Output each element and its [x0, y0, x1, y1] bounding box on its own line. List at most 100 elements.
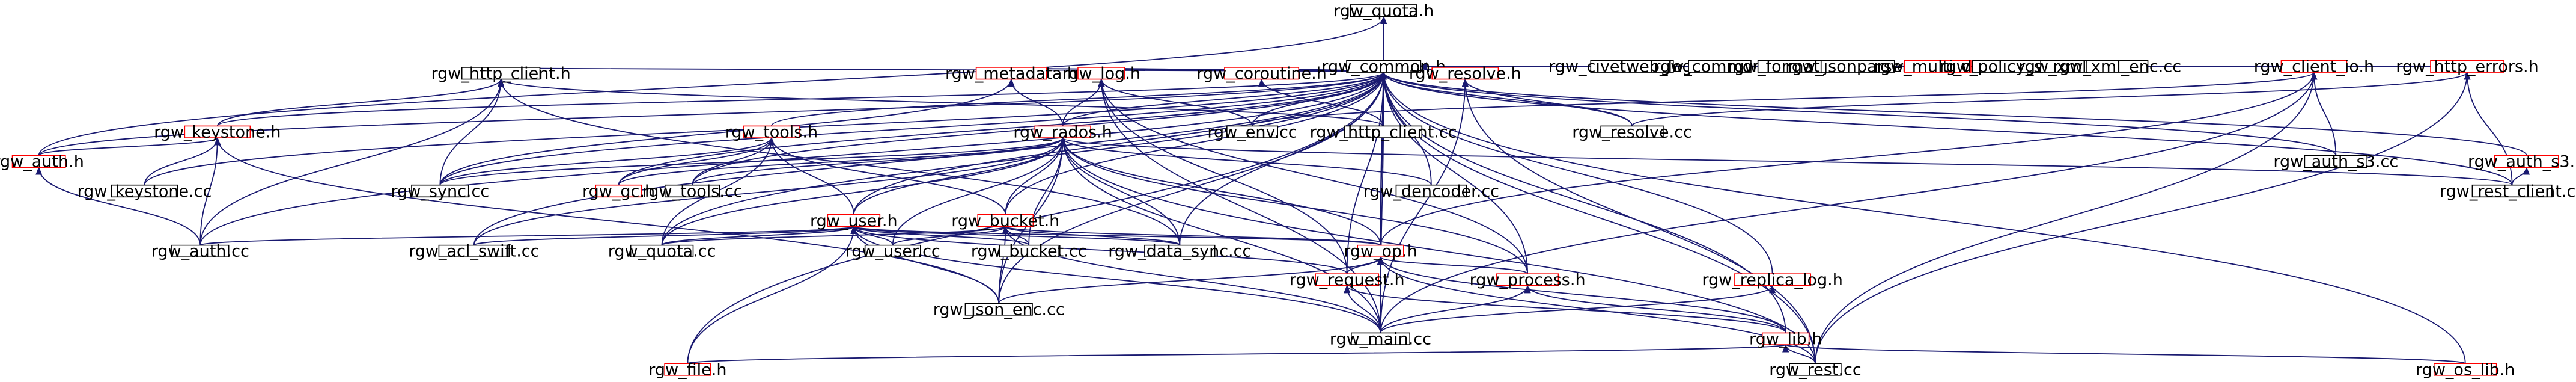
node-label: rgw_resolve.h — [1409, 64, 1521, 83]
node-label: rgw_tools.cc — [642, 182, 743, 201]
node-gc-h[interactable]: rgw_gc.h — [582, 182, 655, 201]
node-tools-h[interactable]: rgw_tools.h — [725, 123, 818, 142]
node-box — [1000, 245, 1058, 257]
node-resolve-cc[interactable]: rgw_resolve.cc — [1572, 123, 1692, 142]
node-sync-cc[interactable]: rgw_sync.cc — [391, 182, 490, 201]
node-xml-enc-cc[interactable]: rgw_xml_enc.cc — [2053, 58, 2181, 76]
include-edge-tools_cc-to-rados_h — [692, 136, 1068, 185]
node-label: rgw_metadata.h — [945, 64, 1077, 83]
include-edge-process_h-to-common_h — [1378, 71, 1527, 274]
include-edge-bucket_cc-to-user_h — [849, 225, 1029, 245]
node-box — [1688, 60, 1751, 72]
node-rados-h[interactable]: rgw_rados.h — [1013, 123, 1112, 142]
node-log-h[interactable]: rgw_log.h — [1062, 64, 1140, 83]
node-bucket-cc[interactable]: rgw_bucket.cc — [971, 242, 1087, 261]
node-box — [172, 245, 229, 257]
node-bucket-h[interactable]: rgw_bucket.h — [951, 212, 1059, 230]
node-rest-client-cc[interactable]: rgw_rest_client.cc — [2440, 182, 2576, 201]
node-box — [13, 156, 65, 168]
node-jsonparser-cc[interactable]: rgw_jsonparser.cc — [1785, 58, 1930, 76]
node-label: rgw_json_enc.cc — [933, 300, 1065, 319]
node-civetweb-log[interactable]: rgw_civetweb_log.cc — [1548, 58, 1716, 76]
node-http-client-h[interactable]: rgw_http_client.h — [431, 64, 570, 83]
include-edge-gc_h-to-tools_h — [619, 136, 776, 185]
node-label: rgw_op.h — [1344, 242, 1417, 261]
node-file-h[interactable]: rgw_file.h — [648, 360, 726, 379]
node-user-cc[interactable]: rgw_user.cc — [845, 242, 940, 261]
include-edge-op_h-to-user_h — [849, 225, 1381, 245]
node-box — [1762, 333, 1809, 345]
node-http-client-cc[interactable]: rgw_http_client.cc — [1310, 123, 1457, 142]
node-label: rgw_env.cc — [1207, 123, 1297, 142]
node-label: rgw_rest.cc — [1769, 360, 1861, 379]
include-edge-request_h-to-common_h — [1347, 71, 1389, 274]
node-label: rgw_auth.h — [0, 153, 84, 171]
node-auth-cc[interactable]: rgw_auth.cc — [151, 242, 249, 261]
node-rest-cc[interactable]: rgw_rest.cc — [1769, 360, 1861, 379]
node-label: rgw_client_io.h — [2254, 58, 2374, 76]
node-box — [976, 67, 1047, 79]
node-main-cc[interactable]: rgw_main.cc — [1330, 330, 1431, 349]
node-auth-s3-cc[interactable]: rgw_auth_s3.cc — [2273, 153, 2398, 171]
node-resolve-h[interactable]: rgw_resolve.h — [1409, 64, 1521, 83]
node-auth-h[interactable]: rgw_auth.h — [0, 153, 84, 171]
node-quota-cc[interactable]: rgw_quota.cc — [608, 242, 716, 261]
node-op-h[interactable]: rgw_op.h — [1344, 242, 1417, 261]
include-edge-data_sync_cc-to-bucket_h — [1000, 225, 1180, 245]
node-box — [1357, 245, 1404, 257]
node-box — [1789, 363, 1841, 375]
node-replica-log-h[interactable]: rgw_replica_log.h — [1702, 271, 1843, 289]
node-tools-cc[interactable]: rgw_tools.cc — [642, 182, 743, 201]
include-edge-sync_cc-to-metadata_h — [440, 78, 1016, 185]
include-edge-gc_h-to-rados_h — [619, 136, 1068, 185]
node-box — [412, 185, 469, 197]
node-label: rgw_quota.cc — [608, 242, 716, 261]
node-env-cc[interactable]: rgw_env.cc — [1207, 123, 1297, 142]
node-box — [2434, 363, 2497, 375]
include-edge-rest_client_cc-to-auth_s3_h — [2512, 166, 2532, 185]
include-edge-data_sync_cc-to-http_client_h — [496, 78, 1180, 245]
include-edge-auth_s3_h-to-common_h — [1379, 71, 2527, 155]
node-box — [1734, 274, 1810, 286]
node-client-io-h[interactable]: rgw_client_io.h — [2254, 58, 2374, 76]
include-edge-process_h-to-rados_h — [1058, 136, 1527, 274]
node-label: rgw_process.h — [1470, 271, 1586, 289]
node-coroutine-h[interactable]: rgw_coroutine.h — [1196, 64, 1326, 83]
node-box — [462, 67, 540, 79]
node-keystone-cc[interactable]: rgw_keystone.cc — [78, 182, 212, 201]
node-http-errors-h[interactable]: rgw_http_errors.h — [2396, 58, 2539, 76]
node-process-h[interactable]: rgw_process.h — [1470, 271, 1586, 289]
include-edge-auth_h-to-quota_h — [39, 15, 1389, 156]
node-common-h[interactable]: rgw_common.h — [1321, 58, 1446, 76]
node-data-sync-cc[interactable]: rgw_data_sync.cc — [1108, 242, 1251, 261]
node-request-h[interactable]: rgw_request.h — [1290, 271, 1405, 289]
node-label: rgw_rados.h — [1013, 123, 1112, 142]
node-box — [2304, 156, 2367, 168]
node-label: rgw_keystone.h — [154, 123, 281, 142]
node-box — [865, 245, 921, 257]
node-label: rgw_lib.h — [1749, 330, 1822, 349]
node-box — [1345, 126, 1422, 138]
node-label: rgw_main.cc — [1330, 330, 1431, 349]
node-dencoder-cc[interactable]: rgw_dencoder.cc — [1363, 182, 1499, 201]
node-user-h[interactable]: rgw_user.h — [810, 212, 898, 230]
node-acl-swift-cc[interactable]: rgw_acl_swift.cc — [409, 242, 539, 261]
node-keystone-h[interactable]: rgw_keystone.h — [154, 123, 281, 142]
include-edge-os_lib_h-to-common_h — [1378, 71, 2465, 363]
include-edge-op_h-to-bucket_h — [1000, 225, 1380, 245]
include-edge-auth_cc-to-common_h — [200, 71, 1389, 245]
include-edge-http_client_cc-to-coroutine_h — [1256, 78, 1383, 126]
node-label: rgw_keystone.cc — [78, 182, 212, 201]
node-metadata-h[interactable]: rgw_metadata.h — [945, 64, 1077, 83]
node-box — [2494, 156, 2558, 168]
node-label: rgw_os_lib.h — [2416, 360, 2515, 379]
node-label: rgw_log.h — [1062, 64, 1140, 83]
include-edge-auth_s3_cc-to-common_h — [1378, 71, 2336, 155]
node-box — [1432, 67, 1498, 79]
node-lib-h[interactable]: rgw_lib.h — [1749, 330, 1822, 349]
node-json-enc-cc[interactable]: rgw_json_enc.cc — [933, 300, 1065, 319]
node-os-lib-h[interactable]: rgw_os_lib.h — [2416, 360, 2515, 379]
node-auth-s3-h[interactable]: rgw_auth_s3.h — [2468, 153, 2576, 171]
node-box — [978, 215, 1033, 227]
